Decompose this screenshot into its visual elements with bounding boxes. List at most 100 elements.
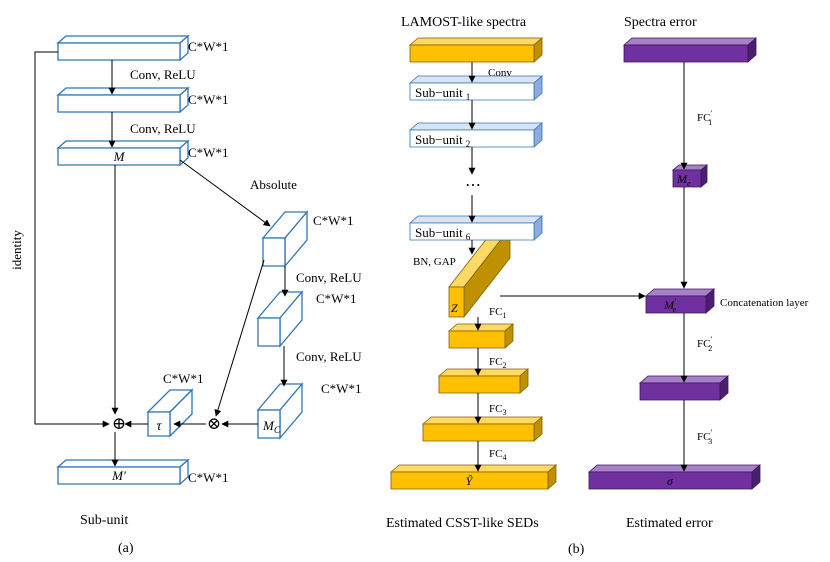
conv-label: Conv <box>488 67 512 79</box>
box-front-face <box>390 471 549 490</box>
block-fc2 <box>437 368 530 394</box>
block-input <box>56 34 190 62</box>
box-front-face <box>147 411 171 437</box>
block-z <box>448 226 511 319</box>
label-b: (b) <box>568 542 585 557</box>
mprime-label: M′ <box>111 468 126 483</box>
panel-b: LAMOST-like spectra Spectra error Sub−un… <box>386 15 809 557</box>
block-spectra-error <box>622 37 758 63</box>
add-operator: ⊕ <box>112 414 126 433</box>
dim-label-conv1: C*W*1 <box>188 92 228 107</box>
concatenation-layer-label: Concatenation layer <box>720 297 809 309</box>
arrow-abs-mult <box>214 259 265 417</box>
dim-label-tau: C*W*1 <box>163 371 203 386</box>
caption-subunit: Sub-unit <box>80 513 128 528</box>
fc1-prime-label: FC′1 <box>697 109 712 127</box>
box-front-face <box>645 295 707 314</box>
box-top-face <box>587 464 762 473</box>
block-tau <box>146 388 194 438</box>
multiply-operator: ⊗ <box>207 414 221 433</box>
box-front-face <box>422 423 535 442</box>
box-top-face <box>56 459 190 468</box>
identity-skip-connection <box>34 51 110 428</box>
block-subunit-6 <box>408 215 544 241</box>
absolute-label: Absolute <box>250 177 297 192</box>
ellipsis: ⋯ <box>465 177 481 194</box>
fc2-label: FC2 <box>489 356 506 370</box>
block-y-hat <box>389 464 558 490</box>
box-front-face <box>257 317 281 347</box>
title-lamost-spectra: LAMOST-like spectra <box>401 15 527 30</box>
z-label: Z <box>451 301 458 315</box>
box-top-face <box>622 37 758 46</box>
box-top-face <box>56 35 190 44</box>
sigma-label: σ <box>667 474 674 488</box>
box-front-face <box>409 222 535 241</box>
box-front-face <box>672 169 702 188</box>
box-front-face <box>588 471 753 490</box>
box-top-face <box>389 464 558 473</box>
block-m <box>56 139 190 167</box>
block-mc <box>256 382 304 440</box>
box-front-face <box>448 286 465 318</box>
caption-estimated-seds: Estimated CSST-like SEDs <box>386 516 539 531</box>
box-front-face <box>409 82 535 101</box>
box-front-face <box>57 94 181 113</box>
dim-label-m: C*W*1 <box>188 145 228 160</box>
conv-relu-label-1: Conv, ReLU <box>130 67 196 82</box>
tau-label: τ <box>156 419 162 434</box>
me-prime-label: M′e <box>663 297 677 314</box>
bn-gap-label: BN, GAP <box>413 256 456 268</box>
block-sigma <box>587 464 762 490</box>
box-front-face <box>57 466 181 485</box>
box-front-face <box>623 44 749 63</box>
block-fc3 <box>421 416 544 442</box>
box-front-face <box>57 147 181 166</box>
box-top-face <box>421 416 544 425</box>
box-top-face <box>437 368 530 377</box>
dim-label-mprime: C*W*1 <box>188 470 228 485</box>
box-front-face <box>409 129 535 148</box>
mc-label: M <box>262 418 275 433</box>
dim-label-abs: C*W*1 <box>313 213 353 228</box>
fc3-prime-label: FC′3 <box>697 428 712 446</box>
box-top-face <box>408 215 544 224</box>
block-fc1 <box>447 323 515 349</box>
block-conv1 <box>56 86 190 114</box>
mc-subscript: C <box>274 425 281 435</box>
box-front-face <box>438 375 521 394</box>
fc1-label: FC1 <box>489 306 506 320</box>
box-front-face <box>639 382 721 401</box>
dim-label-conv-a1: C*W*1 <box>316 291 356 306</box>
conv-relu-label-3: Conv, ReLU <box>296 270 362 285</box>
identity-label: identity <box>9 230 24 270</box>
label-a: (a) <box>118 541 134 556</box>
block-subunit-1 <box>408 75 544 101</box>
box-top-face <box>56 87 190 96</box>
block-conv-relu-a1 <box>256 290 304 348</box>
block-mprime <box>56 458 190 486</box>
block-absolute <box>261 210 309 268</box>
arrow-m-abs <box>179 159 271 227</box>
fc3-label: FC3 <box>489 403 506 417</box>
conv-relu-label-2: Conv, ReLU <box>130 121 196 136</box>
box-front-face <box>409 44 535 63</box>
panel-a: C*W*1 C*W*1 C*W*1 C*W*1 C*W*1 C*W*1 C*W*… <box>9 34 362 556</box>
box-top-face <box>408 122 544 131</box>
box-top-face <box>447 323 515 332</box>
box-top-face <box>56 140 190 149</box>
dim-label-input: C*W*1 <box>188 39 228 54</box>
fc4-label: FC4 <box>489 448 506 462</box>
box-front-face <box>57 42 181 61</box>
block-me-prime <box>644 288 716 314</box>
caption-estimated-error: Estimated error <box>626 516 713 531</box>
box-front-face <box>262 237 286 267</box>
title-spectra-error: Spectra error <box>624 15 697 30</box>
fc2-prime-label: FC′2 <box>697 335 712 353</box>
box-top-face <box>408 37 544 46</box>
me-label: Me <box>676 172 691 188</box>
box-top-face <box>644 288 716 297</box>
